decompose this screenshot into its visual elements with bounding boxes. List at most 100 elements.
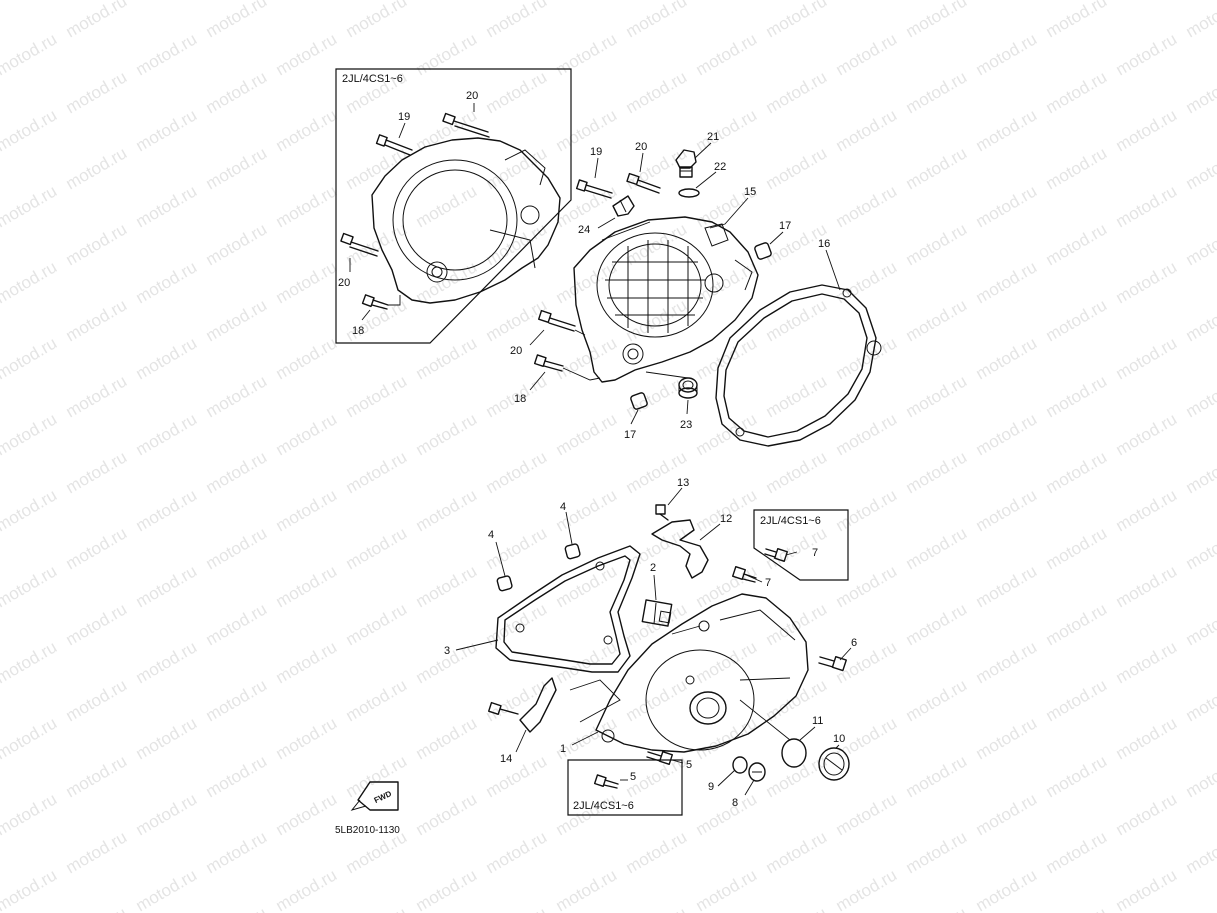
watermark-text: motod.ru: [273, 789, 341, 839]
watermark-text: motod.ru: [833, 789, 901, 839]
watermark-text: motod.ru: [413, 333, 481, 383]
crankcase-cover-15: [573, 216, 759, 383]
watermark-text: motod.ru: [903, 827, 971, 877]
watermark-text: motod.ru: [1183, 143, 1217, 193]
watermark-text: motod.ru: [343, 599, 411, 649]
watermark-text: motod.ru: [693, 409, 761, 459]
watermark-text: motod.ru: [1043, 143, 1111, 193]
watermark-text: motod.ru: [343, 675, 411, 725]
watermark-text: motod.ru: [133, 865, 201, 913]
dowel-pin-4b: [496, 575, 513, 592]
watermark-text: motod.ru: [553, 713, 621, 763]
watermark-text: motod.ru: [623, 0, 691, 41]
watermark-text: motod.ru: [273, 485, 341, 535]
watermark-text: motod.ru: [343, 0, 411, 41]
watermark-text: motod.ru: [133, 257, 201, 307]
watermark-text: motod.ru: [483, 675, 551, 725]
bolt-18-tl: [361, 294, 389, 310]
gasket-3: [495, 545, 641, 673]
watermark-text: motod.ru: [483, 67, 551, 117]
watermark-text: motod.ru: [0, 865, 60, 913]
callout-4: 4: [488, 529, 494, 541]
forward-label: FWD: [373, 789, 394, 805]
watermark-text: motod.ru: [623, 675, 691, 725]
o-ring-22: [678, 188, 700, 198]
watermark-text: motod.ru: [203, 599, 271, 649]
watermark-text: motod.ru: [1043, 67, 1111, 117]
watermark-text: motod.ru: [763, 903, 831, 913]
watermark-text: motod.ru: [133, 181, 201, 231]
watermark-text: motod.ru: [693, 865, 761, 913]
callout-9: 9: [708, 781, 714, 793]
callout-15: 15: [744, 186, 756, 198]
watermark-text: motod.ru: [413, 713, 481, 763]
watermark-text: motod.ru: [903, 0, 971, 41]
callout-19: 19: [398, 111, 410, 123]
watermark-text: motod.ru: [0, 561, 60, 611]
watermark-text: motod.ru: [623, 827, 691, 877]
watermark-text: motod.ru: [63, 67, 131, 117]
watermark-text: motod.ru: [133, 561, 201, 611]
bolt-18: [533, 354, 564, 372]
watermark-text: motod.ru: [413, 181, 481, 231]
watermark-text: motod.ru: [63, 827, 131, 877]
watermark-text: motod.ru: [903, 371, 971, 421]
bolt-20-lower: [537, 309, 576, 332]
watermark-text: motod.ru: [623, 67, 691, 117]
bolt-5-variant: [593, 774, 619, 789]
watermark-text: motod.ru: [0, 0, 60, 3]
watermark-text: motod.ru: [1183, 0, 1217, 41]
watermark-text: motod.ru: [133, 409, 201, 459]
watermark-text: motod.ru: [273, 181, 341, 231]
watermark-text: motod.ru: [413, 257, 481, 307]
watermark-text: motod.ru: [903, 143, 971, 193]
watermark-text: motod.ru: [833, 105, 901, 155]
watermark-text: motod.ru: [483, 827, 551, 877]
watermark-text: motod.ru: [553, 637, 621, 687]
watermark-text: motod.ru: [973, 865, 1041, 913]
watermark-text: motod.ru: [553, 105, 621, 155]
cap-10: [818, 747, 850, 781]
callout-11: 11: [812, 715, 823, 727]
watermark-text: motod.ru: [203, 67, 271, 117]
watermark-text: motod.ru: [273, 333, 341, 383]
watermark-text: motod.ru: [273, 713, 341, 763]
watermark-text: motod.ru: [1113, 333, 1181, 383]
bracket-14: [487, 677, 557, 733]
watermark-text: motod.ru: [973, 561, 1041, 611]
watermark-text: motod.ru: [833, 561, 901, 611]
watermark-text: motod.ru: [273, 637, 341, 687]
watermark-text: motod.ru: [1183, 675, 1217, 725]
clamp-24: [612, 195, 635, 217]
watermark-text: motod.ru: [413, 29, 481, 79]
watermark-text: motod.ru: [203, 447, 271, 497]
callout-2: 2: [650, 562, 656, 574]
watermark-text: motod.ru: [833, 865, 901, 913]
watermark-text: motod.ru: [483, 0, 551, 41]
watermark-text: motod.ru: [1183, 219, 1217, 269]
callout-14: 14: [500, 753, 512, 765]
watermark-text: motod.ru: [973, 181, 1041, 231]
callout-24: 24: [578, 224, 590, 236]
watermark-text: motod.ru: [133, 637, 201, 687]
watermark-text: motod.ru: [63, 447, 131, 497]
watermark-text: motod.ru: [483, 295, 551, 345]
bolt-20: [626, 172, 661, 194]
bolt-19: [575, 179, 613, 199]
oil-filler-plug-21: [675, 149, 697, 178]
watermark-text: motod.ru: [343, 751, 411, 801]
variant-box-label: 2JL/4CS1~6: [573, 800, 634, 812]
callout-20: 20: [338, 277, 350, 289]
watermark-text: motod.ru: [0, 257, 60, 307]
diagram-code: 5LB2010-1130: [335, 825, 400, 836]
watermark-text: motod.ru: [903, 675, 971, 725]
watermark-text: motod.ru: [903, 523, 971, 573]
watermark-text: motod.ru: [343, 219, 411, 269]
watermark-text: motod.ru: [973, 105, 1041, 155]
variant-box-right: 2JL/4CS1~6: [753, 509, 849, 581]
watermark-text: motod.ru: [0, 409, 60, 459]
watermark-text: motod.ru: [0, 713, 60, 763]
watermark-text: motod.ru: [63, 143, 131, 193]
watermark-text: motod.ru: [833, 637, 901, 687]
watermark-text: motod.ru: [1113, 409, 1181, 459]
